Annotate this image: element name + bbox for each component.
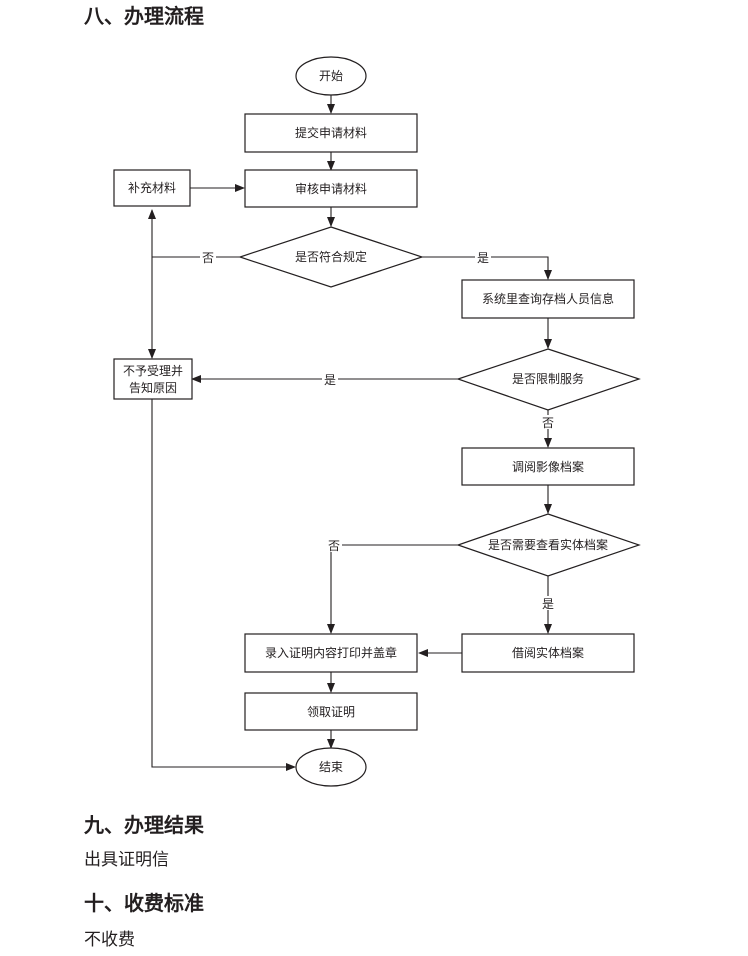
edge-reject-end [151, 399, 296, 771]
node-collect [244, 692, 418, 731]
node-collect-label: 领取证明 [307, 705, 355, 719]
section-heading-process: 八、办理流程 [84, 4, 204, 28]
node-reject [113, 358, 193, 400]
node-reject-label-2: 告知原因 [129, 381, 177, 395]
node-reject-label-1: 不予受理并 [123, 364, 183, 378]
node-compliance [238, 226, 424, 288]
edge-label-need-no: 否 [328, 539, 340, 553]
edge-compliance-yes [422, 256, 552, 280]
section-heading-result: 九、办理结果 [84, 813, 204, 837]
node-end-label: 结束 [319, 760, 343, 774]
edge-need-no [327, 544, 458, 634]
section-heading-fee: 十、收费标准 [84, 891, 204, 915]
node-need-physical-label: 是否需要查看实体档案 [488, 537, 608, 552]
node-query-label: 系统里查询存档人员信息 [482, 291, 614, 306]
node-restricted-label: 是否限制服务 [512, 371, 584, 386]
section-text-result: 出具证明信 [84, 850, 169, 870]
node-start [295, 56, 367, 96]
node-start-label: 开始 [319, 69, 343, 83]
node-borrow-physical-label: 借阅实体档案 [512, 645, 584, 660]
node-end [295, 747, 367, 787]
node-enter-print [244, 633, 418, 673]
edge-label-compliance-yes: 是 [477, 251, 489, 265]
edge-label-need-yes: 是 [542, 597, 554, 611]
edge-label-compliance-no: 否 [202, 251, 214, 265]
node-supplement [113, 169, 191, 207]
edge-label-restricted-yes: 是 [324, 373, 336, 387]
node-enter-print-label: 录入证明内容打印并盖章 [265, 645, 397, 660]
node-submit [244, 113, 418, 153]
edge-labels: 否 是 是 否 否 是 [200, 250, 556, 611]
node-borrow-physical [461, 633, 635, 673]
node-review-label: 审核申请材料 [295, 181, 367, 196]
node-supplement-label: 补充材料 [128, 180, 176, 195]
node-query [461, 279, 635, 319]
node-image-archive [461, 447, 635, 486]
node-review [244, 169, 418, 208]
section-text-fee: 不收费 [84, 930, 135, 950]
node-image-archive-label: 调阅影像档案 [512, 459, 584, 474]
node-compliance-label: 是否符合规定 [295, 249, 367, 264]
flow-nodes: 开始 提交申请材料 补充材料 审核申请材料 是否符合规定 系统里查询存档人员信息… [113, 56, 641, 787]
node-restricted [456, 348, 641, 411]
edge-label-restricted-no: 否 [542, 416, 554, 430]
node-submit-label: 提交申请材料 [295, 125, 367, 140]
node-need-physical [456, 513, 641, 577]
process-flowchart: 开始 提交申请材料 补充材料 审核申请材料 是否符合规定 系统里查询存档人员信息… [113, 56, 641, 787]
